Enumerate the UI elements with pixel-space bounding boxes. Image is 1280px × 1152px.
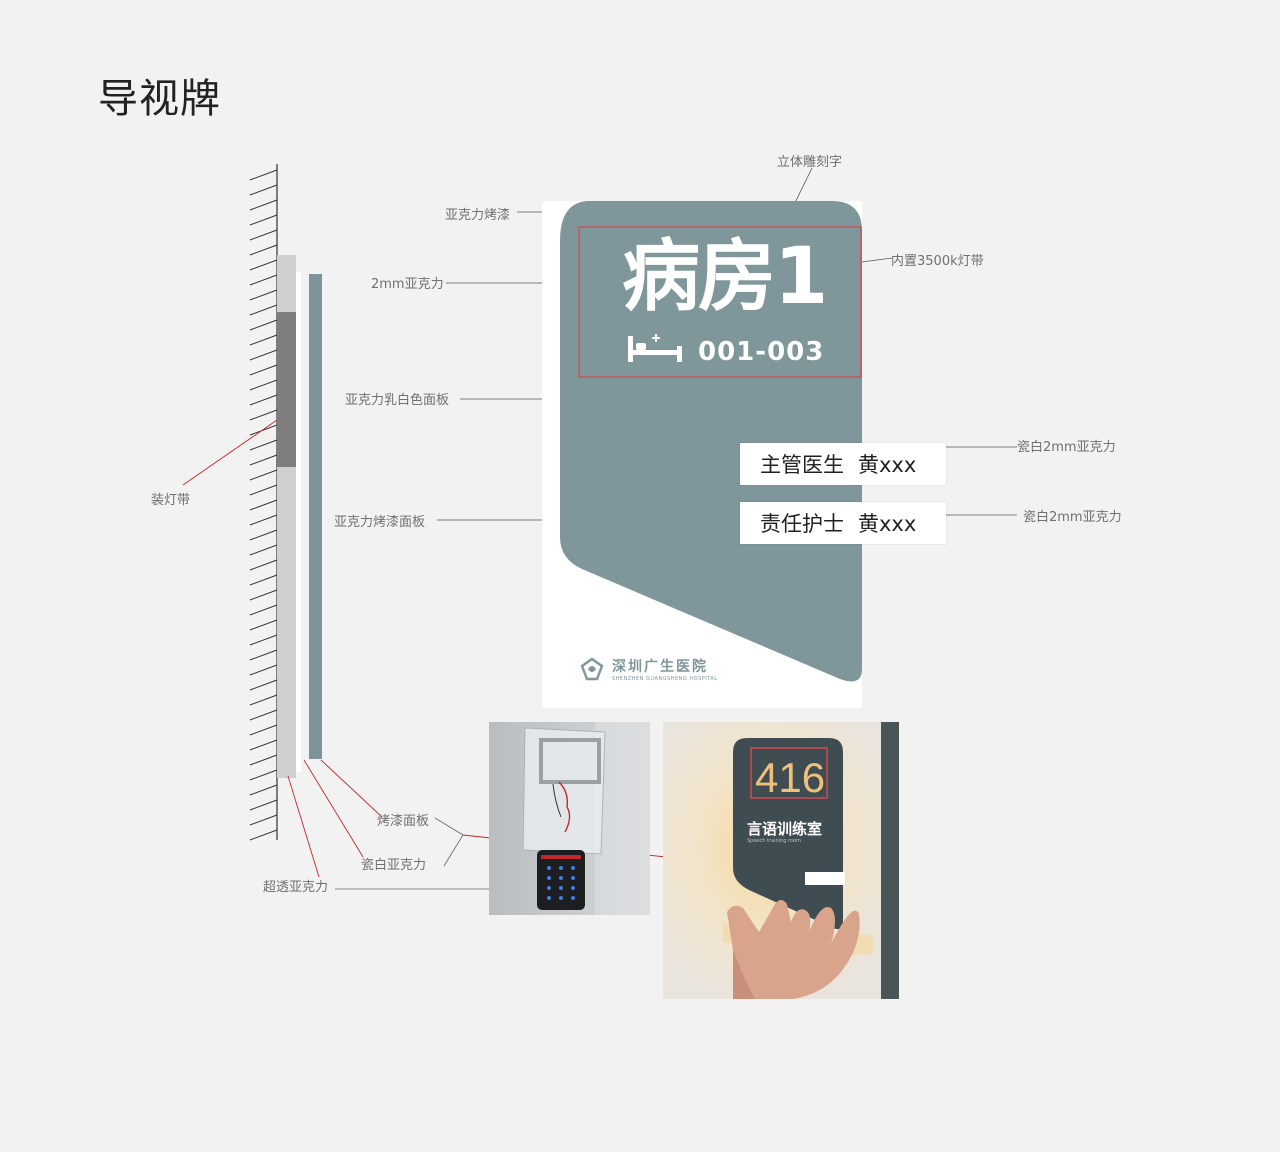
room-name: 病房1 bbox=[622, 232, 828, 322]
photo-illuminated-sign: 416 言语训练室 Speech training room bbox=[663, 722, 899, 999]
photo-back-panel bbox=[489, 722, 650, 915]
hospital-logo: 深圳广生医院 SHENZHEN GUANGSHENG HOSPITAL bbox=[580, 656, 718, 682]
label-acrylic-2mm: 2mm亚克力 bbox=[371, 277, 444, 292]
label-ultra-clear-acrylic: 超透亚克力 bbox=[263, 880, 329, 895]
photo-sign-name-en: Speech training room bbox=[747, 838, 801, 844]
label-light-strip-mount: 装灯带 bbox=[151, 493, 191, 508]
label-porcelain-acrylic: 瓷白亚克力 bbox=[361, 858, 427, 873]
label-light-strip-3500k: 内置3500k灯带 bbox=[891, 254, 984, 269]
logo-cn: 深圳广生医院 bbox=[612, 659, 708, 675]
doctor-card: 主管医生 黄xxx bbox=[740, 443, 946, 485]
leader-ultra-clear bbox=[287, 775, 320, 878]
doctor-role: 主管医生 bbox=[760, 453, 844, 477]
nurse-name: 黄xxx bbox=[858, 512, 917, 536]
logo-en: SHENZHEN GUANGSHENG HOSPITAL bbox=[612, 676, 718, 682]
doctor-name: 黄xxx bbox=[858, 453, 917, 477]
label-milk-white-panel: 亚克力乳白色面板 bbox=[345, 393, 450, 408]
leader-light-strip bbox=[182, 419, 278, 486]
painted-panel bbox=[560, 201, 862, 682]
label-carved-text: 立体雕刻字 bbox=[777, 155, 843, 170]
leader-painted-panel bbox=[320, 759, 383, 818]
label-porcelain-acrylic-1: 瓷白2mm亚克力 bbox=[1017, 440, 1116, 455]
painted-panel-layer bbox=[309, 274, 322, 759]
hospital-logo-icon bbox=[580, 657, 604, 681]
leader-porcelain-acrylic bbox=[303, 759, 364, 858]
nurse-role: 责任护士 bbox=[760, 512, 844, 536]
wall-hatching bbox=[249, 169, 278, 841]
room-code: 001-003 bbox=[698, 337, 825, 367]
label-porcelain-acrylic-2: 瓷白2mm亚克力 bbox=[1023, 510, 1122, 525]
nurse-card: 责任护士 黄xxx bbox=[740, 502, 946, 544]
porcelain-acrylic-layer bbox=[296, 272, 301, 772]
bed-icon bbox=[628, 334, 682, 362]
label-painted-panel: 烤漆面板 bbox=[377, 814, 430, 829]
label-acrylic-paint: 亚克力烤漆 bbox=[445, 208, 511, 223]
photo-sign-name: 言语训练室 bbox=[747, 820, 822, 838]
light-strip-layer bbox=[277, 312, 296, 467]
photo-sign-number: 416 bbox=[755, 754, 825, 801]
label-painted-panel-main: 亚克力烤漆面板 bbox=[334, 515, 426, 530]
page-title: 导视牌 bbox=[98, 76, 221, 122]
